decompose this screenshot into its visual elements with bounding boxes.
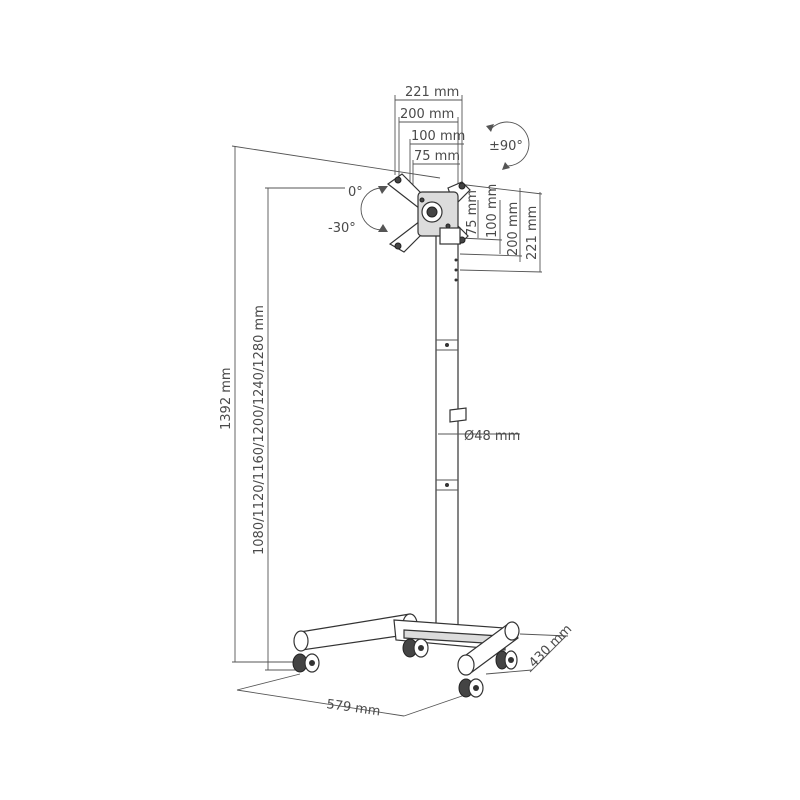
adjustable-height-dimension <box>265 187 345 671</box>
vesa-height-100-label: 100 mm <box>485 184 500 238</box>
tilt-top-label: 0° <box>348 185 363 200</box>
total-height-dimension <box>231 145 441 663</box>
rotation-label: ±90° <box>489 139 523 154</box>
tilt-bottom-label: -30° <box>328 221 356 236</box>
base-depth-label: 430 mm <box>526 622 575 671</box>
adjustable-height-label: 1080/1120/1160/1200/1240/1280 mm <box>252 305 267 555</box>
vesa-height-dimensions <box>457 183 543 273</box>
vesa-width-75-label: 75 mm <box>414 149 460 164</box>
pole <box>435 234 467 641</box>
vesa-width-dimensions <box>394 95 464 190</box>
rotation-arrow-icon <box>486 121 530 170</box>
vesa-height-200-label: 200 mm <box>506 202 521 256</box>
vesa-width-221-label: 221 mm <box>405 85 459 100</box>
tilt-arrow-icon <box>360 186 388 232</box>
base <box>293 613 520 676</box>
vesa-height-221-label: 221 mm <box>525 206 540 260</box>
vesa-width-100-label: 100 mm <box>411 129 465 144</box>
caster-front-left <box>292 653 320 673</box>
base-width-label: 579 mm <box>325 697 381 719</box>
base-depth-dimension <box>485 633 569 675</box>
caster-front-right <box>458 678 484 698</box>
caster-back-left <box>402 638 429 658</box>
caster-back-right <box>495 650 518 670</box>
vesa-height-75-label: 75 mm <box>465 190 480 236</box>
base-width-dimension <box>236 673 463 717</box>
total-height-label: 1392 mm <box>219 367 234 430</box>
vesa-width-200-label: 200 mm <box>400 107 454 122</box>
vesa-mount-head <box>386 173 471 253</box>
pole-diameter-label: Ø48 mm <box>464 429 520 444</box>
